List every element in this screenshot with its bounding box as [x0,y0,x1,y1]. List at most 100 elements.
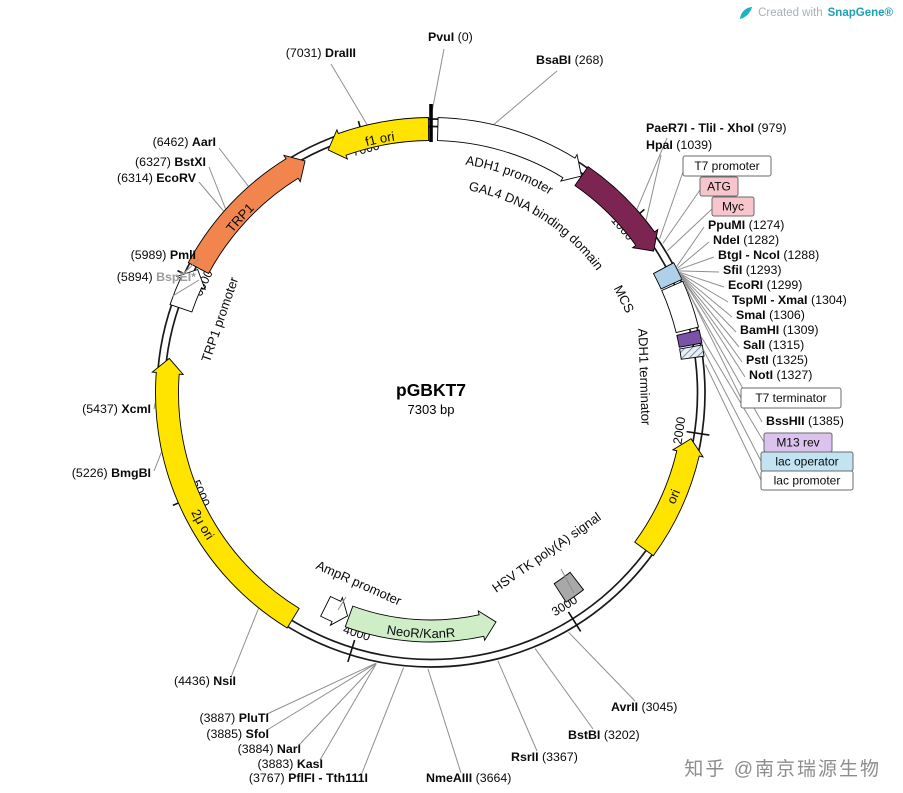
site-label-bsshii: BssHII (1385) [766,414,844,428]
site-label-bsabi: BsaBI (268) [536,53,604,67]
site-leader-btgi-ncoi [677,256,715,271]
site-label-pmli: (5989) PmlI [131,248,196,262]
site-leader-nari [298,663,377,746]
feature-neor-kanr [344,605,497,643]
site-leader-nmeaiii [427,668,462,774]
site-box-myc [711,196,755,217]
site-label-nsii: (4436) NsiI [174,674,236,688]
site-label-aari: (6462) AarI [153,135,216,149]
site-leader-bspei [172,279,200,297]
site-label-ppumi: PpuMI (1274) [708,218,784,232]
site-label-bstbi: BstBI (3202) [568,728,640,742]
site-leader-avrii [568,631,636,702]
site-label-pvui: PvuI (0) [428,30,473,44]
site-label-rsrii: RsrII (3367) [511,750,578,764]
site-leader-ecorv [198,181,224,212]
site-label-lac-operator: lac operator [775,455,838,469]
watermark-prefix: Created with [758,7,823,19]
site-leader-bmgbi [153,452,162,472]
site-label-paer7i-tlii-xhoi: PaeR7I - TliI - XhoI (979) [646,121,786,135]
site-leader-rsrii [497,660,538,752]
feature-label-adh1-terminator: ADH1 terminator [635,328,653,426]
site-leader-psti [681,277,743,363]
site-label-avrii: AvrII (3045) [611,700,677,714]
tick-label-2000: 2000 [670,416,688,445]
site-leader-nsii [230,608,259,678]
site-label-bstxi: (6327) BstXI [135,155,206,169]
site-box-t7-promoter [682,155,772,177]
site-leader-lac-promoter [705,364,762,481]
tick-mark-3000 [567,611,582,632]
zhihu-watermark: 知乎 @南京瑞源生物 [684,759,881,780]
watermark-brand: SnapGene® [827,7,893,19]
site-labels: PvuI (0) BsaBI (268) (7031) DraIII (6462) A… [72,30,854,785]
feature-hsv-tk-poly-a-signal [553,571,585,603]
feature-2-ori [151,357,300,629]
site-leader-aari [218,147,249,187]
site-leader-ppumi [676,226,705,268]
site-leader-bstxi [208,166,226,209]
site-label-psti: PstI (1325) [746,353,808,367]
site-leader-m13-rev [700,336,765,443]
feature-adh1-terminator [661,280,700,334]
site-leader-sali [680,275,740,348]
site-leader-ndei [676,241,710,269]
feature-lac-operator [679,344,705,360]
site-box-lac-promoter [760,470,854,491]
snapgene-watermark: Created with SnapGene® [739,6,893,20]
site-label-pluti: (3887) PluTI [199,711,269,725]
site-leader-draiii [330,63,368,125]
tick-mark-4000 [347,639,356,663]
site-label-draiii: (7031) DraIII [286,46,356,60]
feature-ampr-promoter [320,595,349,627]
site-label-ndei: NdeI (1282) [713,233,779,247]
site-leader-bamhi [679,273,737,333]
feature-label-hsv-tk-poly-a-signal: HSV TK poly(A) signal [489,509,603,595]
site-label-nmeaiii: NmeAIII (3664) [426,771,511,785]
site-leader-ecori [678,271,725,288]
site-box-t7-terminator [740,387,842,409]
plasmid-name: pGBKT7 [396,380,466,400]
site-label-lac-promoter: lac promoter [774,474,841,488]
feature-mcs [652,262,683,290]
site-leader-pmli [180,258,200,276]
site-label-tspmi-xmai: TspMI - XmaI (1304) [732,293,847,307]
site-box-atg [699,176,739,197]
snapgene-leaf-icon [739,6,753,20]
features [151,117,705,643]
site-leader-sfoi [266,662,377,731]
site-leader-pflfi-tth111i [361,667,405,774]
site-leader-smai [679,273,733,318]
feature-trp1 [187,154,306,275]
site-leader-bsabi [493,70,558,125]
site-label-xcmi: (5437) XcmI [82,402,151,416]
site-label-bspei: (5894) BspEI* [117,270,196,284]
site-label-kasi: (3883) KasI [258,757,323,771]
site-label-atg: ATG [707,180,731,194]
site-label-t7-terminator: T7 terminator [755,391,826,405]
site-label-bamhi: BamHI (1309) [740,323,819,337]
site-leader-noti [681,277,746,378]
site-label-ecori: EcoRI (1299) [728,278,802,292]
feature-gal4-dna-binding-domain [574,166,659,252]
feature-ori [634,438,705,557]
plasmid-size: 7303 bp [408,402,455,417]
site-leader-bstbi [534,648,594,730]
feature-leader-hsv-tk-poly-a-signal [560,568,575,594]
site-label-noti: NotI (1327) [749,368,812,382]
feature-m13-rev [676,329,703,348]
site-label-bmgbi: (5226) BmgBI [72,466,151,480]
site-leader-myc [667,208,713,252]
feature-label-mcs: MCS [611,283,638,316]
site-leader-lac-operator [703,350,762,462]
site-leader-pvui [430,48,445,118]
site-leader-xcmi [153,402,156,410]
site-label-pflfi-tth111i: (3767) PflFI - Tth111I [249,771,368,785]
feature-label-ampr-promoter: AmpR promoter [314,557,405,608]
site-label-btgi-ncoi: BtgI - NcoI (1288) [718,248,819,262]
site-label-nari: (3884) NarI [238,742,301,756]
feature-trp1-promoter [169,268,206,313]
feature-label-neor-kanr: NeoR/KanR [386,622,456,641]
